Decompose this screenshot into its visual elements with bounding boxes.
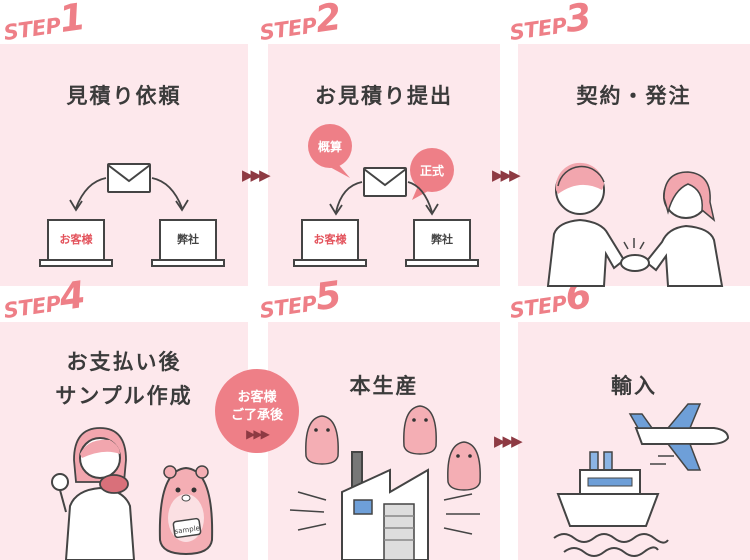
bubble-label-formal: 正式 (420, 163, 444, 178)
step-word: STEP (2, 291, 63, 324)
hamster-icon (403, 405, 437, 455)
step1-label: STEP1 (0, 0, 88, 49)
step-word: STEP (508, 291, 569, 324)
factory-icon (341, 451, 429, 560)
hamster-icon (158, 465, 214, 556)
approval-badge: お客様 ご了承後 ▶▶▶ (215, 369, 299, 453)
hamster-icon (305, 415, 339, 465)
step-number: 2 (312, 0, 344, 42)
arrow-step5-to-6: ▶▶▶ (494, 432, 523, 450)
step6-illustration (553, 403, 730, 557)
step-word: STEP (258, 13, 319, 46)
laptop-icon (293, 219, 367, 267)
woman-icon (51, 427, 136, 560)
envelope-icon (363, 167, 407, 197)
step3-label: STEP3 (506, 0, 594, 49)
step2-title: お見積り提出 (315, 84, 453, 108)
envelope-icon (107, 163, 151, 193)
step2-illustration: 概算 正式 お客様 弊社 (293, 124, 479, 267)
bubble-label-rough: 概算 (318, 139, 342, 154)
laptop-icon (151, 219, 225, 267)
step-number: 3 (562, 0, 594, 42)
arrow-step1-to-2: ▶▶▶ (242, 166, 271, 184)
laptop-label-company: 弊社 (177, 232, 199, 246)
airplane-icon (628, 403, 730, 471)
speech-bubble-formal (410, 148, 454, 200)
step3-title: 契約・発注 (576, 84, 692, 108)
step6-title: 輸入 (611, 374, 657, 398)
arrow-step2-to-3: ▶▶▶ (492, 166, 521, 184)
laptop-icon (39, 219, 113, 267)
step4-illustration: sample (51, 427, 214, 560)
step5-illustration (289, 405, 481, 560)
handshake-icon (546, 162, 724, 287)
hamster-icon (447, 441, 481, 491)
step1-title: 見積り依頼 (66, 84, 182, 108)
laptop-label-customer: お客様 (60, 232, 94, 246)
step4-title-line2: サンプル作成 (55, 384, 193, 408)
step-word: STEP (258, 291, 319, 324)
laptop-label-customer: お客様 (314, 232, 348, 246)
step4-title-line1: お支払い後 (66, 350, 182, 374)
step2-label: STEP2 (256, 0, 344, 49)
step-word: STEP (2, 13, 63, 46)
step-word: STEP (508, 13, 569, 46)
approval-line2: ご了承後 (231, 407, 284, 423)
step-number: 1 (56, 0, 88, 42)
laptop-label-company: 弊社 (431, 232, 453, 246)
ship-icon (556, 451, 660, 527)
step1-illustration: お客様 弊社 (39, 163, 225, 267)
speech-bubble-rough (308, 124, 352, 178)
laptop-icon (405, 219, 479, 267)
sample-label: sample (174, 524, 200, 535)
step5-title: 本生産 (349, 374, 419, 398)
approval-line1: お客様 (237, 389, 277, 405)
approval-arrows: ▶▶▶ (246, 427, 270, 441)
